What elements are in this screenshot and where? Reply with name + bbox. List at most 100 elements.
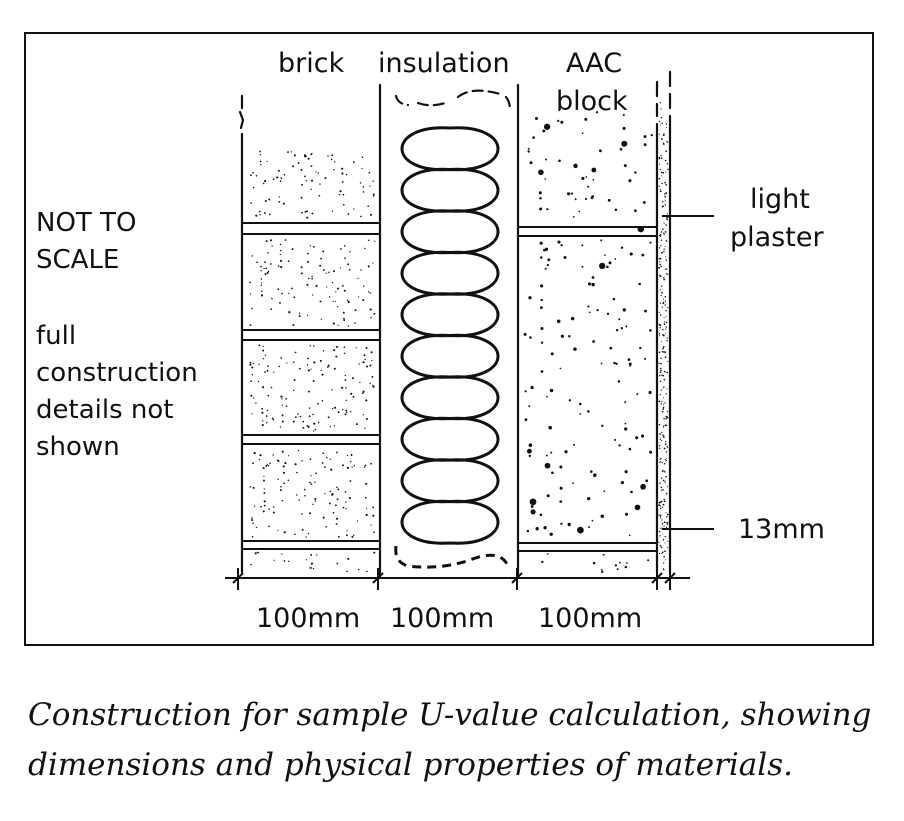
brick-stipple-dot [309, 567, 311, 569]
plaster-stipple-dot [665, 224, 668, 226]
brick-stipple-dot [310, 368, 312, 370]
brick-stipple-dot [309, 481, 311, 484]
plaster-stipple-dot [661, 122, 663, 125]
brick-stipple-dot [297, 161, 300, 164]
brick-stipple-dot [345, 409, 348, 412]
brick-stipple-dot [327, 155, 329, 157]
brick-stipple-dot [307, 532, 310, 535]
aac-stipple-dot [587, 410, 590, 413]
brick-stipple-dot [260, 284, 263, 286]
brick-stipple-dot [287, 455, 290, 457]
brick-stipple-dot [346, 454, 349, 457]
brick-stipple-dot [320, 257, 323, 260]
brick-stipple-dot [320, 318, 322, 321]
brick-stipple-dot [372, 506, 375, 509]
brick-stipple-dot [310, 483, 313, 485]
aac-dimension-label: 100mm [538, 603, 643, 634]
plaster-stipple-dot [661, 400, 663, 402]
brick-stipple-dot [371, 375, 374, 378]
plaster-stipple-dot [660, 546, 663, 549]
plaster-stipple-dot [660, 108, 662, 110]
brick-stipple-dot [252, 171, 254, 174]
brick-stipple-dot [298, 315, 301, 318]
brick-stipple-dot [346, 466, 349, 469]
plaster-stipple-dot [665, 326, 667, 328]
aac-stipple-dot [526, 529, 530, 533]
aac-stipple-dot [540, 256, 543, 259]
plaster-stipple-dot [666, 513, 669, 516]
plaster-stipple-dot [666, 523, 669, 525]
plaster-stipple-dot [659, 394, 661, 396]
aac-stipple-dot [619, 147, 623, 151]
brick-stipple-dot [277, 176, 279, 178]
brick-stipple-dot [284, 462, 287, 465]
aac-stipple-dot [546, 553, 549, 555]
aac-stipple-dot [546, 494, 550, 498]
plaster-stipple-dot [659, 433, 661, 435]
brick-stipple-dot [263, 504, 266, 507]
brick-stipple-dot [328, 296, 331, 298]
plaster-stipple-dot [663, 233, 665, 235]
brick-stipple-dot [334, 504, 337, 507]
plaster-stipple-dot [664, 204, 667, 206]
brick-stipple-dot [306, 364, 309, 366]
brick-stipple-dot [292, 323, 295, 327]
brick-stipple-dot [257, 380, 260, 383]
brick-stipple-dot [312, 503, 314, 506]
brick-stipple-dot [282, 202, 285, 205]
brick-stipple-dot [262, 510, 265, 513]
plaster-stipple-dot [659, 314, 662, 316]
aac-stipple-dot [532, 136, 535, 139]
aac-pore-dot [634, 504, 641, 511]
brick-stipple-dot [342, 311, 345, 314]
plaster-stipple-dot [659, 514, 662, 517]
brick-stipple-dot [307, 357, 310, 360]
brick-stipple-dot [372, 385, 375, 388]
plaster-stipple-dot [659, 191, 661, 193]
plaster-stipple-dot [665, 224, 667, 226]
brick-stipple-dot [262, 358, 265, 360]
brick-stipple-dot [370, 316, 372, 319]
brick-stipple-dot [345, 387, 347, 389]
brick-stipple-dot [287, 479, 290, 482]
plaster-stipple-dot [666, 457, 668, 460]
aac-stipple-dot [530, 385, 534, 390]
brick-stipple-dot [347, 301, 350, 304]
not-to-scale-note: NOT TO SCALE [36, 205, 136, 279]
plaster-stipple-dot [658, 120, 661, 123]
plaster-stipple-dot [659, 544, 662, 547]
brick-stipple-dot [249, 363, 252, 366]
brick-stipple-dot [322, 350, 325, 352]
plaster-stipple-dot [660, 116, 663, 119]
aac-stipple-dot [572, 482, 574, 484]
brick-stipple-dot [358, 296, 360, 298]
brick-stipple-dot [322, 452, 325, 455]
plaster-stipple-dot [658, 351, 661, 354]
stipple-texture [249, 102, 669, 574]
brick-stipple-dot [251, 366, 254, 369]
brick-stipple-dot [309, 512, 311, 515]
brick-stipple-dot [306, 424, 309, 427]
brick-stipple-dot [326, 456, 328, 459]
brick-stipple-dot [300, 266, 303, 269]
brick-stipple-dot [312, 567, 315, 570]
aac-stipple-dot [523, 332, 527, 336]
brick-stipple-dot [371, 384, 374, 386]
plaster-stipple-dot [665, 441, 667, 443]
brick-stipple-dot [249, 293, 252, 295]
brick-stipple-dot [280, 177, 283, 179]
plaster-stipple-dot [665, 475, 667, 478]
brick-stipple-dot [337, 488, 340, 491]
plaster-stipple-dot [660, 362, 662, 365]
brick-stipple-dot [373, 531, 375, 534]
plaster-stipple-dot [664, 459, 667, 461]
brick-stipple-dot [369, 185, 371, 187]
aac-stipple-dot [581, 265, 584, 268]
brick-stipple-dot [299, 415, 302, 418]
plaster-stipple-dot [664, 443, 667, 446]
aac-stipple-dot [542, 129, 546, 133]
plaster-stipple-dot [666, 416, 669, 419]
plaster-stipple-dot [660, 477, 663, 479]
brick-stipple-dot [279, 259, 283, 262]
brick-stipple-dot [281, 414, 284, 417]
